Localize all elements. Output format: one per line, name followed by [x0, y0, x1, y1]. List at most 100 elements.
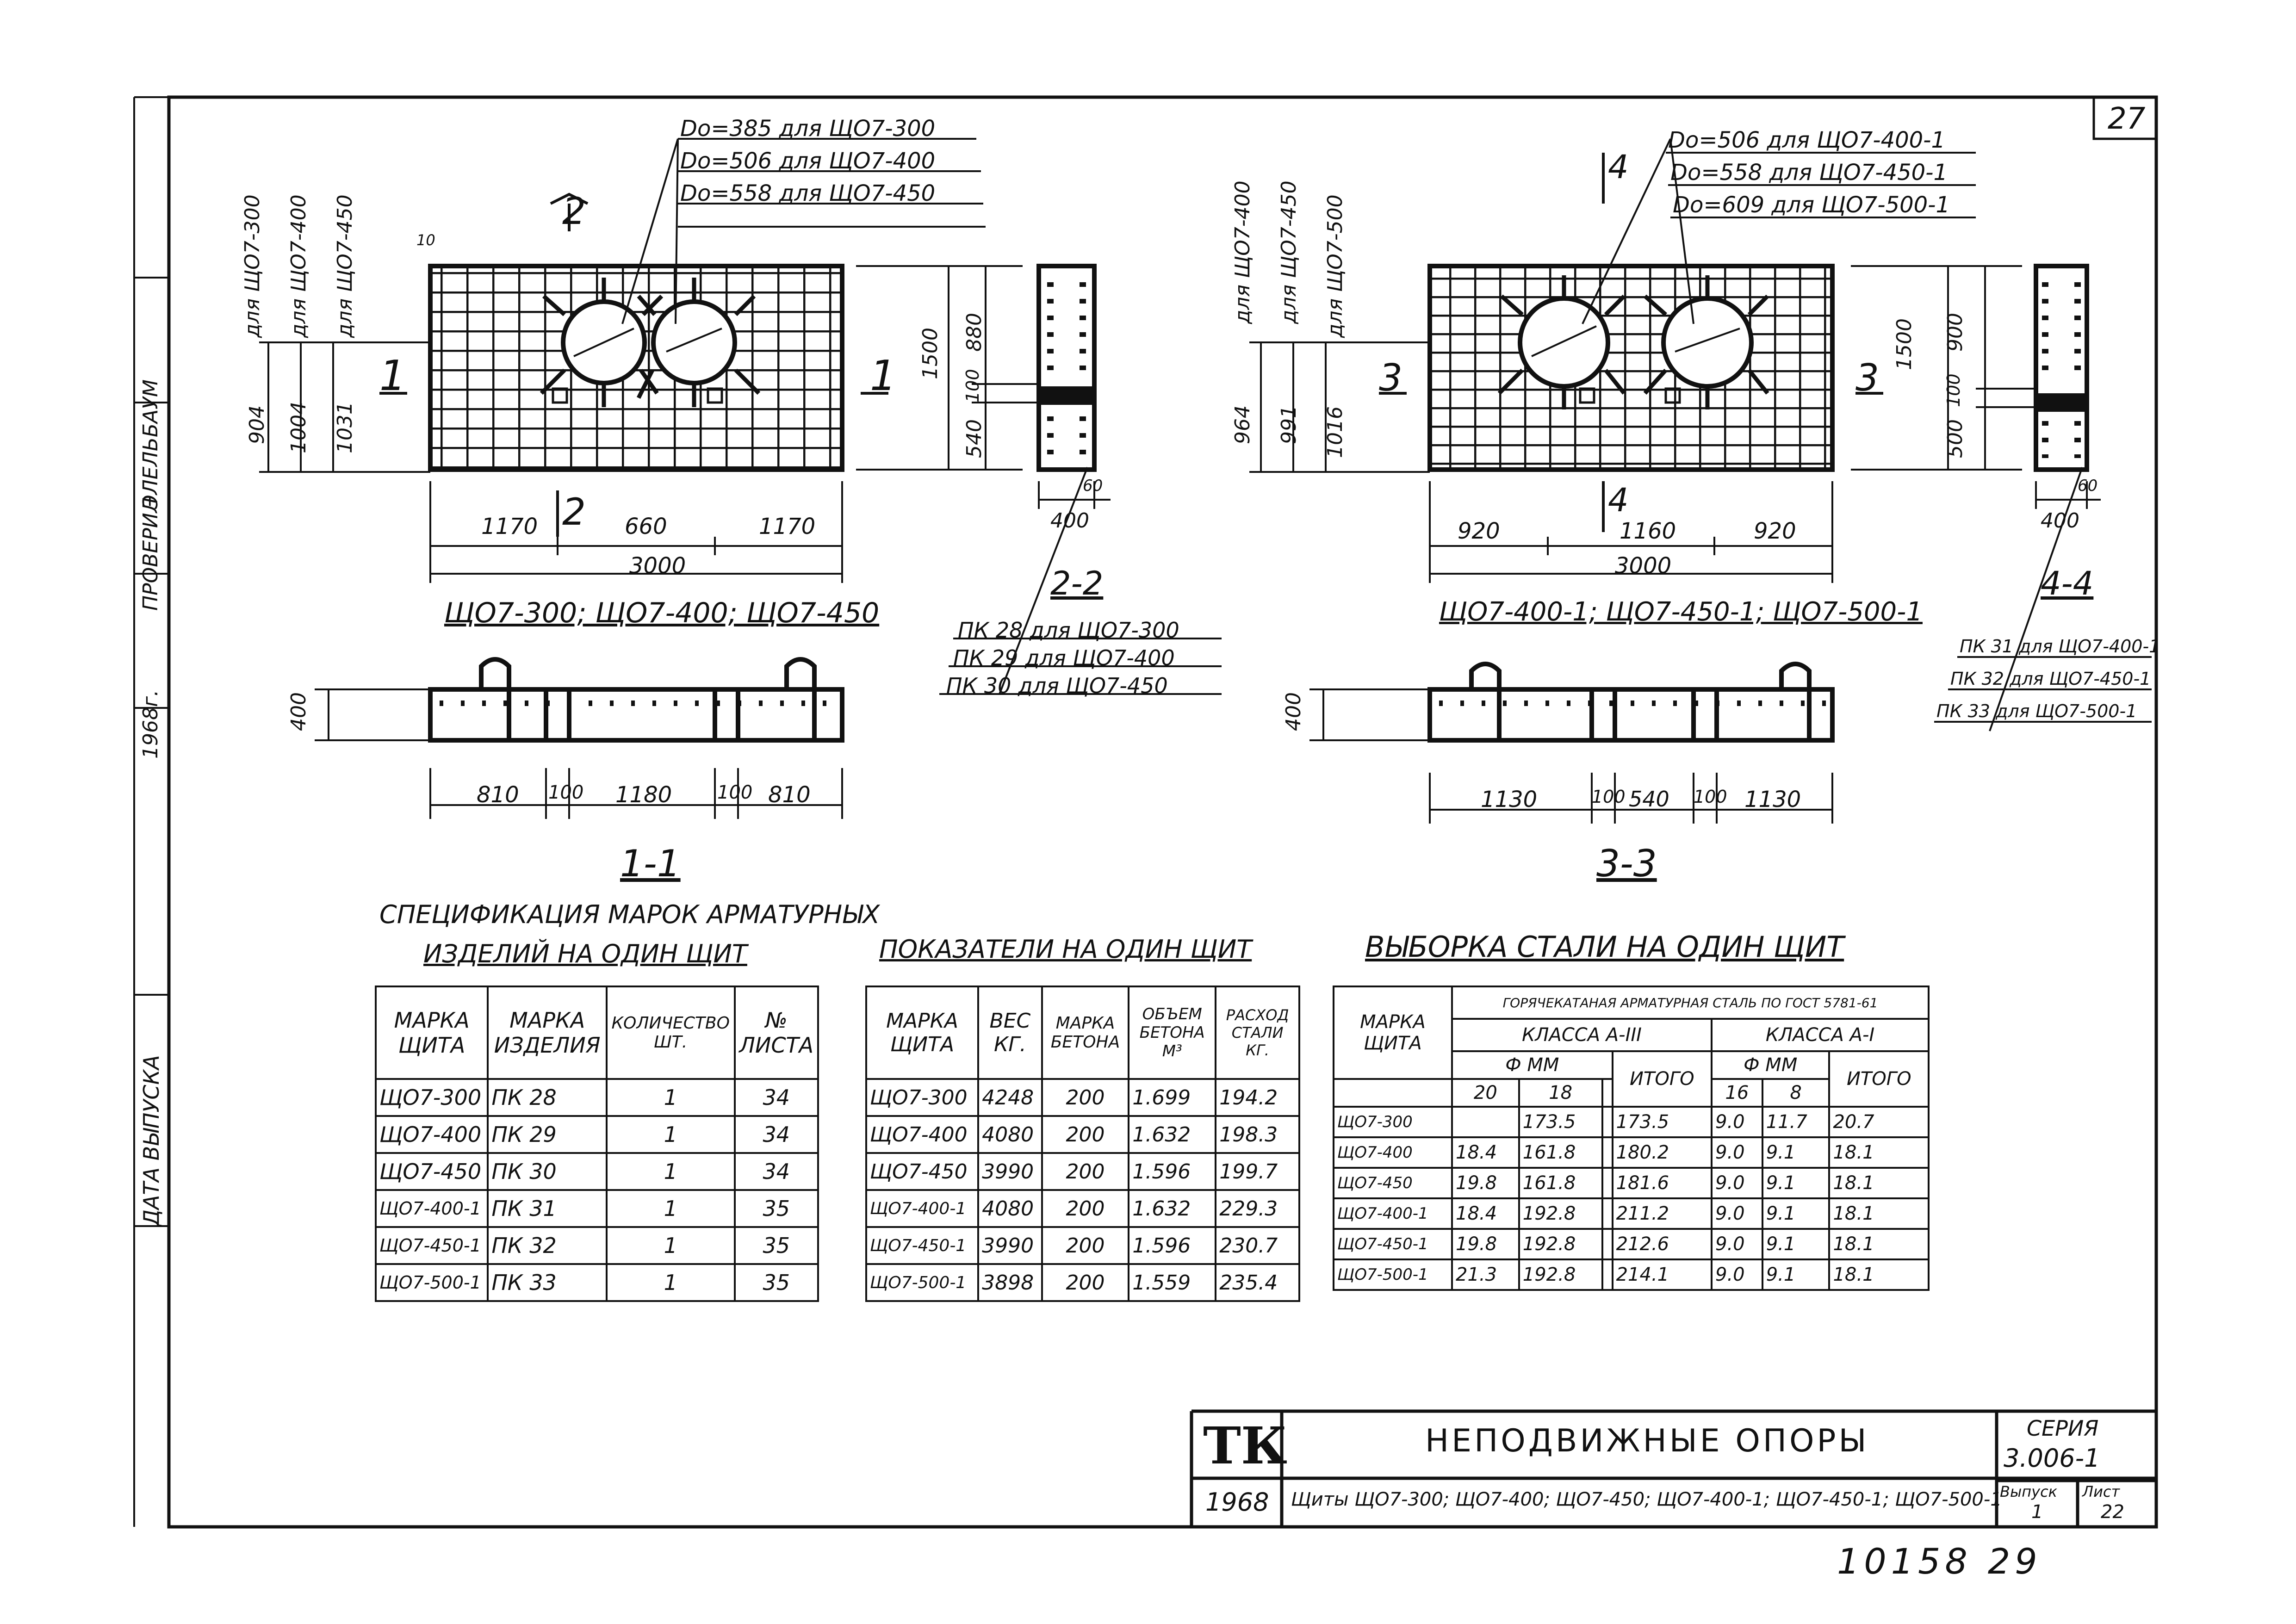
left-plan	[259, 138, 1222, 819]
left-sec-2-top: 2	[562, 190, 586, 233]
steel-cell: 212.6	[1611, 1228, 1713, 1260]
spec-cell: ЩО7-500-1	[374, 1263, 489, 1302]
right-plan	[1249, 138, 2152, 824]
right-dim-500: 500	[1943, 419, 1967, 458]
margin-year: 1968г.	[139, 689, 162, 759]
right-dim-60: 60	[2078, 477, 2098, 495]
steel-cell: 192.8	[1518, 1258, 1603, 1291]
spec-cell: 34	[733, 1078, 819, 1117]
left-elev-100b: 100	[717, 782, 753, 803]
steel-cell	[1601, 1136, 1613, 1169]
left-pk30: ПК 30 для ЩО7-450	[946, 673, 1168, 698]
ind-cell: 194.2	[1215, 1078, 1300, 1117]
steel-cell	[1601, 1197, 1613, 1230]
steel-h-d20: 20	[1451, 1078, 1520, 1108]
tk-logo: ТК	[1203, 1416, 1287, 1475]
left-v-400: для ЩО7-400	[287, 194, 310, 338]
spec-h-mark: МАРКА ЩИТА	[374, 986, 489, 1080]
steel-cell: ЩО7-400-1	[1333, 1197, 1453, 1230]
ind-cell: 3898	[977, 1263, 1043, 1302]
right-dim-920b: 920	[1754, 518, 1796, 544]
spec-cell: ПК 29	[487, 1115, 608, 1154]
left-dim-1500: 1500	[918, 328, 942, 379]
left-dim-1031: 1031	[333, 402, 357, 453]
right-dim-964: 964	[1231, 405, 1254, 444]
ind-cell: 4080	[977, 1189, 1043, 1228]
ind-cell: 200	[1041, 1115, 1130, 1154]
right-do-506: Do=506 для ЩО7-400-1	[1668, 127, 1946, 153]
ind-cell: ЩО7-400-1	[865, 1189, 980, 1228]
steel-cell: 9.1	[1761, 1228, 1831, 1260]
steel-cell: 181.6	[1611, 1167, 1713, 1199]
steel-cell: 18.1	[1828, 1228, 1930, 1260]
ind-h-steel: РАСХОД СТАЛИ КГ.	[1215, 986, 1300, 1080]
right-dim-1500: 1500	[1893, 318, 1916, 370]
steel-cell: 173.5	[1611, 1106, 1713, 1138]
right-do-609: Do=609 для ЩО7-500-1	[1673, 192, 1950, 218]
ind-cell: 199.7	[1215, 1152, 1300, 1191]
steel-cell: ЩО7-450	[1333, 1167, 1453, 1199]
left-dim-1004: 1004	[287, 402, 310, 453]
steel-cell: 9.0	[1711, 1258, 1763, 1291]
right-dim-100: 100	[1943, 373, 1964, 407]
left-dim-3000: 3000	[629, 553, 686, 579]
left-do-385: Do=385 для ЩО7-300	[680, 116, 936, 142]
title-block-lines	[1190, 1409, 2156, 1527]
ind-cell: 200	[1041, 1152, 1130, 1191]
steel-cell: 19.8	[1451, 1228, 1520, 1260]
title-block-title: НЕПОДВИЖНЫЕ ОПОРЫ	[1425, 1423, 1869, 1459]
left-pk29: ПК 29 для ЩО7-400	[953, 645, 1175, 670]
steel-cell: 18.1	[1828, 1197, 1930, 1230]
steel-table-title: ВЫБОРКА СТАЛИ НА ОДИН ЩИТ	[1365, 930, 1844, 964]
spec-cell: 1	[605, 1078, 736, 1117]
spec-table-title-1: СПЕЦИФИКАЦИЯ МАРОК АРМАТУРНЫХ	[379, 900, 880, 929]
steel-h-class3: КЛАССА А-III	[1451, 1018, 1713, 1052]
steel-cell	[1601, 1258, 1613, 1291]
margin-date-label: ДАТА ВЫПУСКА	[139, 1055, 164, 1226]
spec-cell: ПК 31	[487, 1189, 608, 1228]
steel-cell: 21.3	[1451, 1258, 1520, 1291]
margin-name: ЭЛЕЛЬБАУМ	[139, 379, 162, 509]
ind-cell: 1.699	[1128, 1078, 1217, 1117]
issue-value: 1	[2031, 1501, 2043, 1523]
steel-h-class1: КЛАССА А-I	[1711, 1018, 1930, 1052]
steel-cell: 18.1	[1828, 1167, 1930, 1199]
steel-h-mark: МАРКА ЩИТА	[1333, 986, 1453, 1080]
right-v-450: для ЩО7-450	[1277, 180, 1301, 324]
steel-cell: 9.1	[1761, 1136, 1831, 1169]
left-v-450: для ЩО7-450	[333, 194, 357, 338]
steel-cell: 20.7	[1828, 1106, 1930, 1138]
right-elev-100a: 100	[1592, 787, 1626, 807]
indicators-table: МАРКА ЩИТА ВЕС КГ. МАРКА БЕТОНА ОБЪЕМ БЕ…	[865, 986, 1300, 1302]
steel-cell: ЩО7-500-1	[1333, 1258, 1453, 1291]
right-dim-900: 900	[1943, 313, 1967, 352]
steel-cell: 18.1	[1828, 1136, 1930, 1169]
sheet-value: 22	[2101, 1501, 2124, 1523]
left-dim-100: 100	[962, 369, 983, 403]
left-do-506: Do=506 для ЩО7-400	[680, 148, 936, 174]
spec-table-title-2: ИЗДЕЛИЙ НА ОДИН ЩИТ	[423, 939, 747, 968]
sheet-number: 27	[2108, 102, 2146, 136]
steel-cell: 9.0	[1711, 1106, 1763, 1138]
steel-cell	[1601, 1106, 1613, 1138]
left-sec-1-right: 1	[870, 352, 897, 400]
spec-table: МАРКА ЩИТА МАРКА ИЗДЕЛИЯ КОЛИЧЕСТВО ШТ. …	[374, 986, 819, 1302]
sheet-label: Лист	[2082, 1483, 2120, 1500]
left-plan-title: ЩО7-300; ЩО7-400; ЩО7-450	[444, 597, 880, 629]
spec-cell: 35	[733, 1226, 819, 1265]
right-do-558: Do=558 для ЩО7-450-1	[1670, 160, 1948, 186]
spec-h-item: МАРКА ИЗДЕЛИЯ	[487, 986, 608, 1080]
right-sec-4-top: 4	[1608, 148, 1629, 186]
ind-cell: 1.596	[1128, 1152, 1217, 1191]
